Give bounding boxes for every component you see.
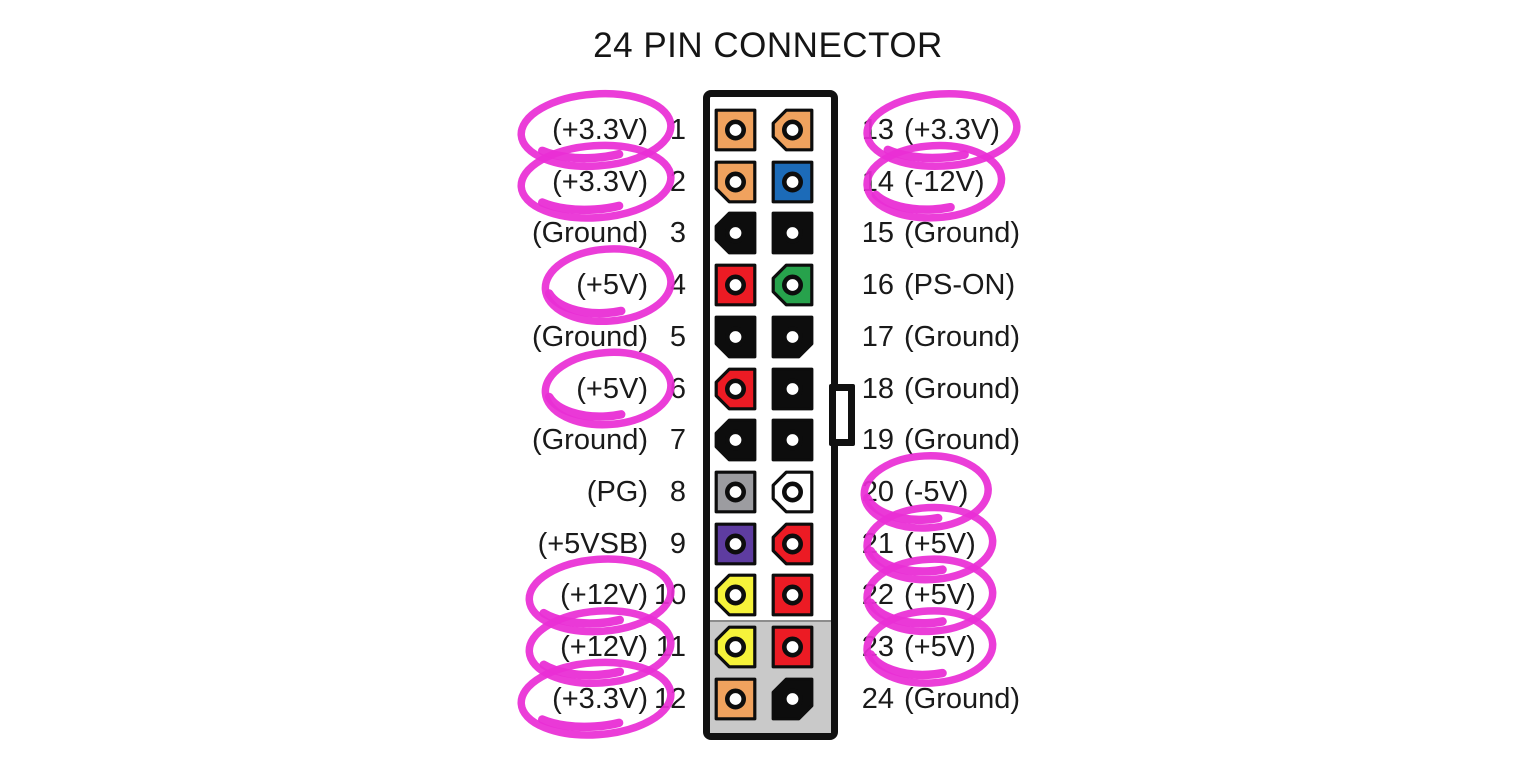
pin-12 <box>714 677 757 721</box>
right-pin-number: 16 <box>861 269 894 302</box>
left-pin-number: 10 <box>654 579 687 612</box>
left-voltage-label: (Ground) <box>531 424 648 457</box>
pin-row: (PG) 8 20 (-5V) <box>0 466 1536 518</box>
pin-23 <box>771 625 814 669</box>
pin-4 <box>714 263 757 307</box>
left-voltage-label: (+3.3V) <box>552 114 648 146</box>
left-pin-number: 5 <box>669 320 686 353</box>
right-voltage-label: (Ground) <box>904 682 1021 715</box>
pin-2 <box>714 160 757 204</box>
right-pin-number: 20 <box>861 475 894 508</box>
left-voltage-label: (+3.3V) <box>552 165 648 198</box>
pin-row: (+5V) 4 16 (PS-ON) <box>0 259 1536 311</box>
pin-row: (+12V) 11 23 (+5V) <box>0 621 1536 673</box>
right-pin-number: 22 <box>861 579 894 612</box>
left-voltage-label: (+5V) <box>576 269 648 302</box>
right-pin-number: 13 <box>861 114 894 146</box>
left-pin-number: 11 <box>655 631 686 663</box>
left-pin-number: 9 <box>669 527 686 560</box>
pin-row: (+3.3V) 1 13 (+3.3V) <box>0 104 1536 156</box>
pin-9 <box>714 522 757 565</box>
pin-row: (+3.3V) 12 24 (Ground) <box>0 673 1536 725</box>
pin-17 <box>771 315 814 359</box>
left-voltage-label: (PG) <box>586 475 648 508</box>
pin-15 <box>771 211 814 255</box>
right-pin-number: 21 <box>861 527 894 560</box>
right-voltage-label: (PS-ON) <box>904 269 1016 302</box>
left-voltage-label: (+5V) <box>576 372 648 405</box>
right-voltage-label: (Ground) <box>904 320 1021 353</box>
pin-13 <box>771 108 814 152</box>
left-pin-number: 2 <box>669 165 686 198</box>
right-voltage-label: (+5V) <box>904 579 976 612</box>
left-voltage-label: (Ground) <box>531 320 648 353</box>
pin-row: (Ground) 3 15 (Ground) <box>0 207 1536 259</box>
left-pin-number: 6 <box>669 372 686 405</box>
connector-body <box>703 90 838 740</box>
right-voltage-label: (-12V) <box>904 165 985 198</box>
right-voltage-label: (Ground) <box>904 424 1021 457</box>
left-pin-number: 3 <box>669 217 686 250</box>
left-pin-number: 7 <box>669 424 686 457</box>
pin-6 <box>714 367 757 410</box>
right-voltage-label: (+5V) <box>904 631 976 663</box>
right-voltage-label: (Ground) <box>904 372 1021 405</box>
right-pin-number: 17 <box>861 320 894 353</box>
pin-row: (Ground) 5 17 (Ground) <box>0 311 1536 363</box>
left-pin-number: 4 <box>669 269 686 302</box>
right-pin-number: 15 <box>861 217 894 250</box>
pin-8 <box>714 470 757 514</box>
pin-22 <box>771 573 814 617</box>
pin-row: (+3.3V) 2 14 (-12V) <box>0 156 1536 208</box>
right-voltage-label: (Ground) <box>904 217 1021 250</box>
pin-7 <box>714 418 757 462</box>
pin-21 <box>771 522 814 565</box>
right-pin-number: 19 <box>861 424 894 457</box>
left-voltage-label: (+3.3V) <box>552 682 648 715</box>
pin-5 <box>714 315 757 359</box>
right-pin-number: 24 <box>861 682 894 715</box>
pin-grid <box>710 97 831 733</box>
left-voltage-label: (+5VSB) <box>537 527 648 560</box>
pin-24 <box>771 677 814 721</box>
left-voltage-label: (+12V) <box>560 579 648 612</box>
pin-row: (+5V) 6 18 (Ground) <box>0 363 1536 415</box>
right-voltage-label: (+3.3V) <box>904 114 1000 146</box>
pin-11 <box>714 625 757 669</box>
pin-18 <box>771 367 814 410</box>
pin-row: (Ground) 7 19 (Ground) <box>0 414 1536 466</box>
left-voltage-label: (Ground) <box>531 217 648 250</box>
right-pin-number: 18 <box>861 372 894 405</box>
pin-20 <box>771 470 814 514</box>
pin-19 <box>771 418 814 462</box>
right-voltage-label: (+5V) <box>904 527 976 560</box>
pin-1 <box>714 108 757 152</box>
pin-row: (+12V) 10 22 (+5V) <box>0 569 1536 621</box>
pin-10 <box>714 573 757 617</box>
left-pin-number: 12 <box>654 682 687 715</box>
pin-14 <box>771 160 814 204</box>
pin-3 <box>714 211 757 255</box>
left-pin-number: 1 <box>669 114 686 146</box>
pin-16 <box>771 263 814 307</box>
diagram-title: 24 PIN CONNECTOR <box>593 26 943 65</box>
right-voltage-label: (-5V) <box>904 475 969 508</box>
pin-row: (+5VSB) 9 21 (+5V) <box>0 518 1536 570</box>
latch-tab <box>829 384 855 446</box>
right-pin-number: 23 <box>861 631 894 663</box>
right-pin-number: 14 <box>861 165 894 198</box>
left-voltage-label: (+12V) <box>560 631 648 663</box>
left-pin-number: 8 <box>669 475 686 508</box>
